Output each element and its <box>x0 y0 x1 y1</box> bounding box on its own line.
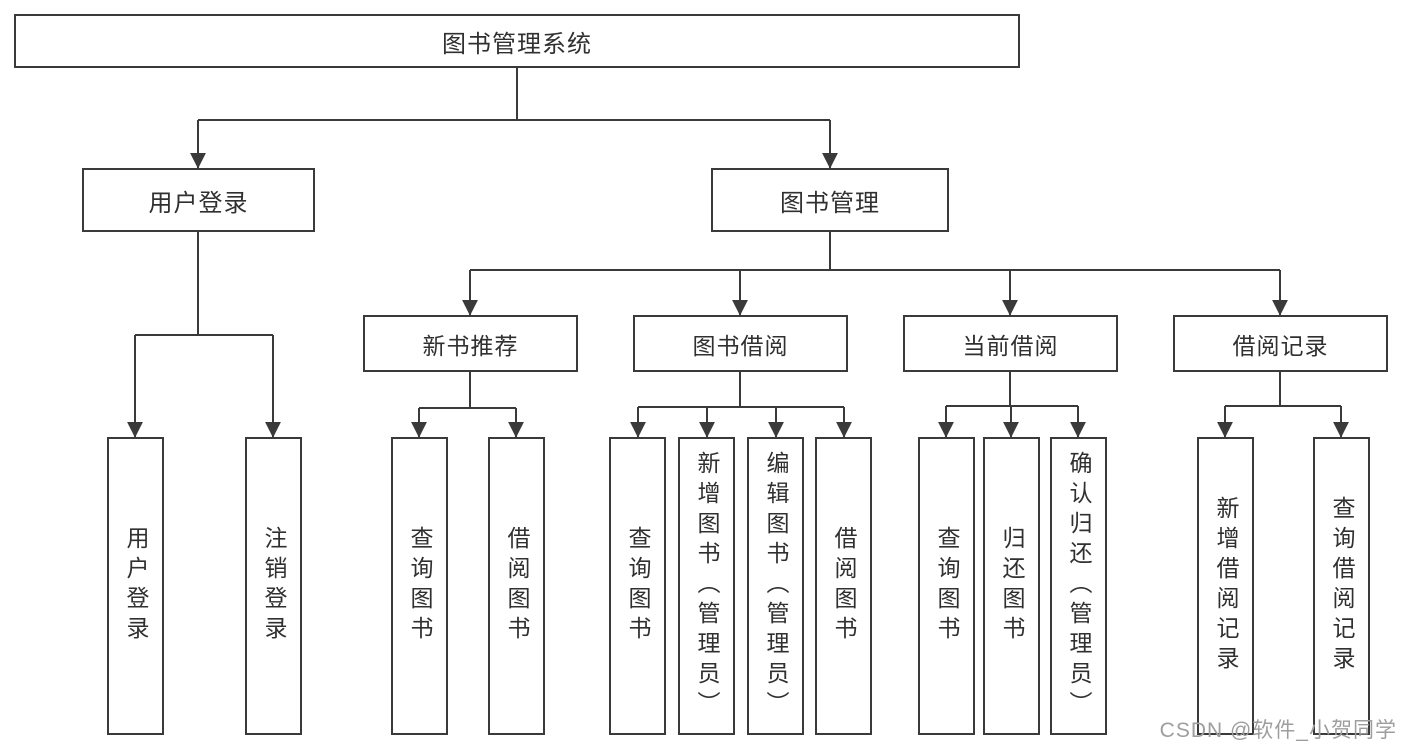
csdn-watermark: CSDN @软件_小贺同学 <box>1159 719 1397 742</box>
leaf-label: 归还图书 <box>999 526 1025 646</box>
leaf-label: 查询图书 <box>934 526 960 646</box>
leaf-logout: 注销登录 <box>245 437 302 735</box>
leaf-label: 查询图书 <box>625 526 651 646</box>
leaf-edit-books-admin: 编辑图书（管理员） <box>747 437 804 735</box>
leaf-query-books-1: 查询图书 <box>391 437 448 735</box>
leaf-label: 注销登录 <box>261 526 287 646</box>
leaf-add-borrow-record: 新增借阅记录 <box>1197 437 1254 735</box>
node-user-login: 用户登录 <box>82 168 315 232</box>
leaf-label: 确认归还（管理员） <box>1066 451 1092 721</box>
leaf-borrow-books-2: 借阅图书 <box>815 437 872 735</box>
node-book-borrow: 图书借阅 <box>633 315 848 372</box>
leaf-query-books-3: 查询图书 <box>918 437 975 735</box>
node-root-system: 图书管理系统 <box>14 14 1020 68</box>
connector-book-mgmt-to-level3 <box>462 232 1288 316</box>
leaf-return-books: 归还图书 <box>983 437 1040 735</box>
leaf-label: 用户登录 <box>123 526 149 646</box>
connector-new-books-to-leaves <box>411 372 524 438</box>
connector-borrow-to-leaves <box>630 372 852 438</box>
leaf-user-login: 用户登录 <box>107 437 164 735</box>
leaf-label: 新增借阅记录 <box>1213 496 1239 676</box>
leaf-label: 编辑图书（管理员） <box>763 451 789 721</box>
connector-root-to-level2 <box>190 68 838 169</box>
node-new-book-recommend: 新书推荐 <box>363 315 578 372</box>
leaf-label: 新增图书（管理员） <box>694 451 720 721</box>
node-borrow-records: 借阅记录 <box>1173 315 1388 372</box>
leaf-label: 借阅图书 <box>504 526 530 646</box>
leaf-query-books-2: 查询图书 <box>609 437 666 735</box>
leaf-add-books-admin: 新增图书（管理员） <box>678 437 735 735</box>
connector-current-to-leaves <box>938 372 1086 438</box>
leaf-label: 借阅图书 <box>831 526 857 646</box>
leaf-borrow-books-1: 借阅图书 <box>488 437 545 735</box>
leaf-query-borrow-record: 查询借阅记录 <box>1313 437 1370 735</box>
connector-records-to-leaves <box>1217 372 1349 438</box>
leaf-label: 查询图书 <box>407 526 433 646</box>
leaf-confirm-return-admin: 确认归还（管理员） <box>1050 437 1107 735</box>
leaf-label: 查询借阅记录 <box>1329 496 1355 676</box>
node-book-management: 图书管理 <box>711 168 949 232</box>
connector-user-login-to-leaves <box>127 232 281 438</box>
node-current-borrow: 当前借阅 <box>903 315 1118 372</box>
